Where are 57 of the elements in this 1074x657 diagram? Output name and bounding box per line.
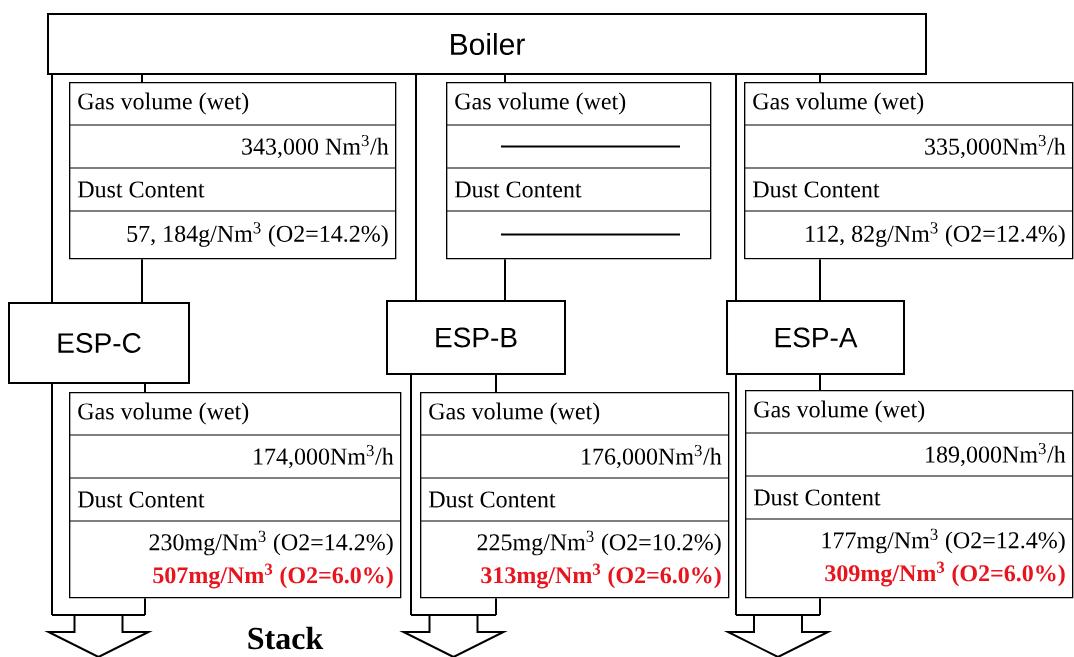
value-text: 174,000Nm$^{3}$/h xyxy=(254,444,394,469)
stack-arrow xyxy=(723,614,833,657)
value-text: 507mg/Nm$^{3}$ (O2=6.0%) xyxy=(153,563,393,589)
value-text: 309mg/Nm$^{3}$ (O2=6.0%) xyxy=(825,561,1065,587)
duct-line xyxy=(819,597,821,616)
duct-line xyxy=(144,597,146,616)
data-table xyxy=(445,82,712,260)
duct-line xyxy=(495,374,497,393)
value-text: 225mg/Nm$^{3}$ (O2=10.2%) xyxy=(477,530,721,556)
value-text: 176,000Nm$^{3}$/h xyxy=(582,444,722,469)
value-text: 335,000Nm$^{3}$/h xyxy=(925,134,1066,159)
value-text: 313mg/Nm$^{3}$ (O2=6.0%) xyxy=(481,563,721,589)
duct-line xyxy=(735,74,737,301)
esp-box: ESP-B xyxy=(386,300,566,375)
row-label: Gas volume (wet) xyxy=(754,400,925,423)
duct-line xyxy=(504,258,506,301)
value-text: 177mg/Nm$^{3}$ (O2=12.4%) xyxy=(822,528,1065,554)
data-table xyxy=(68,82,397,260)
data-table xyxy=(419,392,730,599)
stack-arrow xyxy=(399,614,508,657)
data-table xyxy=(744,390,1074,599)
duct-line xyxy=(495,597,497,616)
row-label: Dust Content xyxy=(753,489,881,506)
value-text: 230mg/Nm$^{3}$ (O2=14.2%) xyxy=(149,530,393,556)
duct-line xyxy=(51,383,53,616)
value-text: 189,000Nm$^{3}$/h xyxy=(926,442,1066,467)
row-label: Gas volume (wet) xyxy=(429,402,600,425)
duct-line xyxy=(415,74,417,301)
row-label: Dust Content xyxy=(77,491,205,508)
duct-line xyxy=(141,258,143,303)
row-label: Dust Content xyxy=(752,181,880,198)
row-label: Gas volume (wet) xyxy=(78,92,249,115)
duct-line xyxy=(410,374,412,616)
boiler-box: Boiler xyxy=(47,13,927,75)
esp-box: ESP-C xyxy=(8,302,190,384)
value-text: 112, 82g/Nm$^{3}$ (O2=12.4%) xyxy=(806,222,1065,247)
duct-line xyxy=(144,383,146,393)
duct-line xyxy=(504,74,506,83)
row-label: Dust Content xyxy=(77,181,205,198)
data-table xyxy=(743,82,1074,260)
duct-line xyxy=(141,74,143,83)
duct-line xyxy=(819,74,821,83)
stack-arrow xyxy=(44,614,153,657)
value-text: 343,000 Nm$^{3}$/h xyxy=(242,134,389,159)
duct-line xyxy=(819,258,821,301)
row-label: Dust Content xyxy=(454,181,582,198)
esp-box: ESP-A xyxy=(726,300,905,375)
data-table xyxy=(68,392,402,599)
row-label: Gas volume (wet) xyxy=(78,402,249,425)
row-label: Dust Content xyxy=(428,491,556,508)
duct-line xyxy=(819,374,821,391)
row-label: Gas volume (wet) xyxy=(753,92,924,115)
duct-line xyxy=(51,74,53,303)
duct-line xyxy=(735,374,737,616)
stack-label: Stack xyxy=(248,626,324,650)
value-text: 57, 184g/Nm$^{3}$ (O2=14.2%) xyxy=(127,222,388,247)
row-label: Gas volume (wet) xyxy=(455,92,626,115)
